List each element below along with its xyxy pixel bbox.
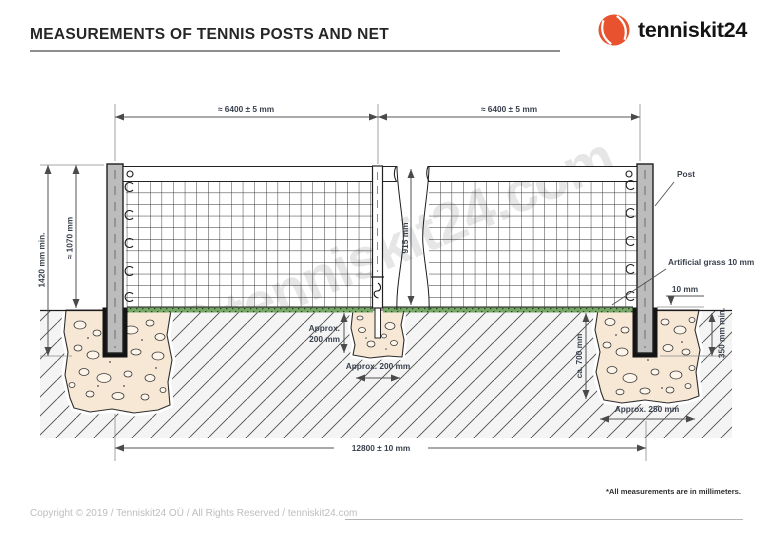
- ground-surface: [40, 306, 732, 313]
- dim-net-left-label: ≈ 6400 ± 5 mm: [218, 104, 274, 114]
- dim-net-center-label: 915 mm: [400, 223, 410, 254]
- right-post-pulley: [625, 170, 633, 178]
- dim-net-center-height: 915 mm: [400, 169, 415, 305]
- dim-post-total-label: 1420 mm min.: [37, 233, 47, 288]
- dim-total-width: 12800 ± 10 mm: [114, 414, 647, 461]
- left-post: [106, 163, 124, 354]
- net-break-edge-left: [396, 165, 404, 311]
- net-band: [122, 165, 638, 311]
- left-post-pulley: [126, 170, 134, 178]
- dim-foundation-depth-label: ca. 700 mm: [574, 334, 584, 379]
- dim-center-anchor: Approx. 200 mm Approx. 200 mm: [309, 313, 411, 382]
- brand-logo: tenniskit24: [597, 13, 747, 47]
- dim-anchor-depth-label2: 200 mm: [309, 334, 340, 344]
- dim-net-width: ≈ 6400 ± 5 mm ≈ 6400 ± 5 mm: [114, 104, 641, 164]
- copyright-text: Copyright © 2019 / Tenniskit24 OÜ / All …: [30, 508, 358, 519]
- center-strap: [371, 165, 384, 339]
- dim-grass-thickness: 10 mm: [666, 284, 704, 305]
- measurements-footnote: *All measurements are in millimeters.: [605, 487, 741, 496]
- dim-anchor-width-label: Approx. 200 mm: [346, 361, 411, 371]
- footer-divider: [345, 519, 743, 520]
- dim-sleeve-depth-label: 350 mm min.: [717, 308, 727, 358]
- strap-hook: [373, 282, 382, 299]
- post-label: Post: [677, 169, 695, 179]
- dim-post-above-label: ≈ 1070 mm: [65, 217, 75, 259]
- callouts: Post Artificial grass 10 mm: [611, 169, 754, 306]
- net-break-edge-right: [422, 165, 430, 311]
- net-mesh: [126, 181, 637, 307]
- title-underline: [30, 50, 560, 52]
- dim-post-heights: 1420 mm min. ≈ 1070 mm: [37, 164, 104, 357]
- artificial-grass-label: Artificial grass 10 mm: [668, 257, 754, 267]
- net-hooks: [124, 170, 635, 303]
- dim-anchor-depth-label1: Approx.: [309, 323, 340, 333]
- dim-foundation-width-label: Approx. 250 mm: [615, 404, 680, 414]
- right-post: [636, 163, 654, 354]
- dim-grass-thickness-label: 10 mm: [672, 284, 698, 294]
- dim-right-foundation: ca. 700 mm 350 mm min. Approx. 250 mm: [574, 308, 728, 423]
- left-foundation: [60, 306, 176, 417]
- brand-name: tenniskit24: [637, 17, 747, 42]
- tennis-ball-icon: [598, 14, 630, 46]
- dim-court-width-label: 12800 ± 10 mm: [352, 443, 411, 453]
- dim-net-right-label: ≈ 6400 ± 5 mm: [481, 104, 537, 114]
- page-title: MEASUREMENTS OF TENNIS POSTS AND NET: [30, 26, 389, 43]
